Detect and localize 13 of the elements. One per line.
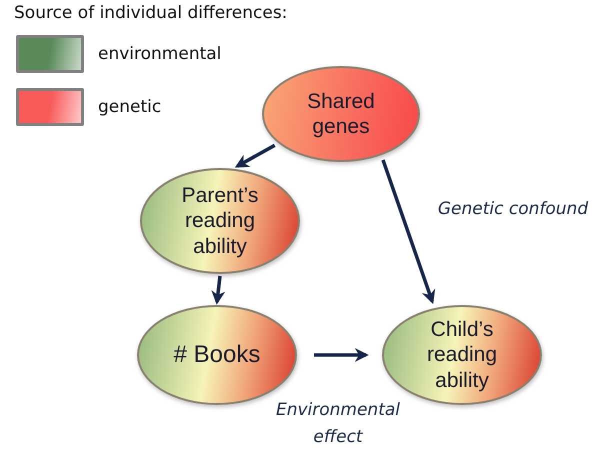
legend-label: genetic <box>98 97 162 117</box>
arrow <box>234 144 276 168</box>
legend-title: Source of individual differences: <box>14 3 288 23</box>
node-label: Parent’s reading ability <box>180 183 260 259</box>
edge-label: Genetic confound <box>436 198 590 221</box>
node-label: # Books <box>174 340 260 370</box>
arrow <box>381 159 436 304</box>
node-label: Shared genes <box>306 88 376 140</box>
node-label: Child’s reading ability <box>426 317 498 393</box>
arrow <box>211 276 226 305</box>
legend-label: environmental <box>98 44 222 64</box>
arrow <box>314 348 369 362</box>
edge-label: Environmental effect <box>274 399 402 450</box>
